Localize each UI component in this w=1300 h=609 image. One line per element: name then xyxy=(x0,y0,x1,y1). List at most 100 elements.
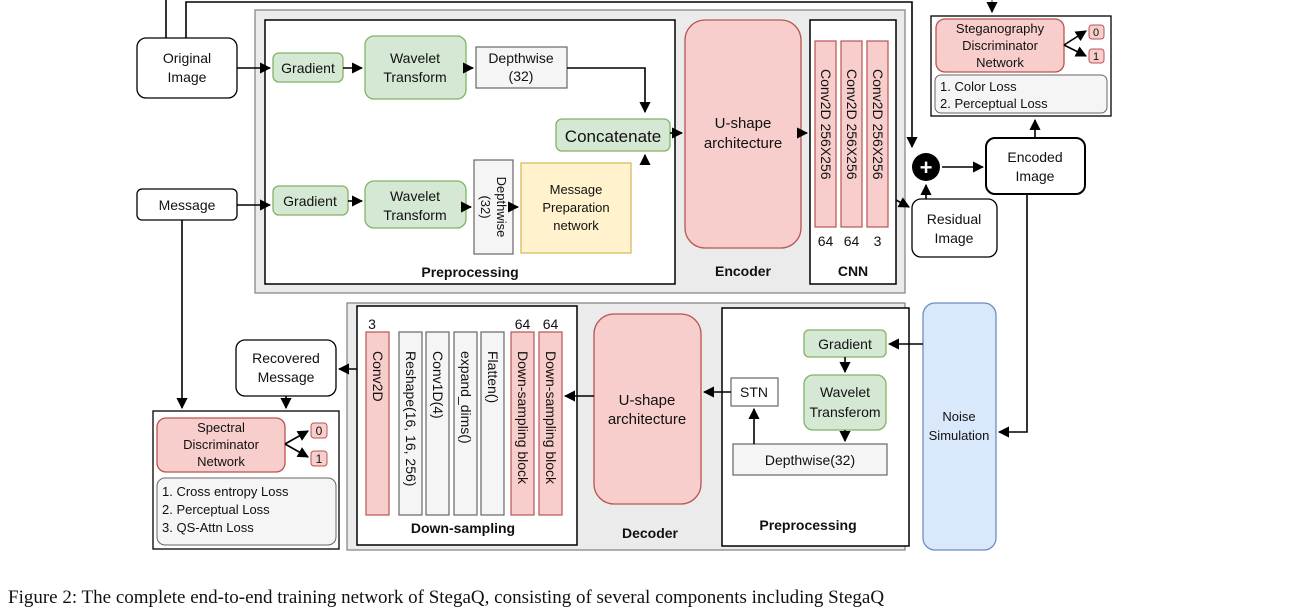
downsampling-layer-label: Reshape(16, 16, 256) xyxy=(403,351,419,486)
stn-box xyxy=(730,377,779,407)
downsampling-layer-label: Down-sampling block xyxy=(515,351,531,485)
stego-discriminator-label: Network xyxy=(976,55,1024,70)
wavelet-bottom-label: Transform xyxy=(383,207,446,223)
stego-discriminator-label: Discriminator xyxy=(962,38,1039,53)
decoder-preprocessing-title: Preprocessing xyxy=(759,517,856,533)
cnn-layer-label: Conv2D 256X256 xyxy=(844,69,860,180)
decoder-ushape-box xyxy=(593,313,702,505)
encoder-preprocessing-title: Preprocessing xyxy=(421,264,518,280)
message-prep-label: network xyxy=(553,218,599,233)
recovered-message-label: Recovered xyxy=(252,350,320,366)
downsampling-layer-bar xyxy=(510,331,535,516)
decoder-depthwise-box xyxy=(732,443,888,476)
figure-caption: Figure 2: The complete end-to-end traini… xyxy=(8,587,885,608)
noise-simulation-label: Noise xyxy=(942,409,975,424)
stn-label: STN xyxy=(740,384,768,400)
encoder-title: Encoder xyxy=(715,263,772,279)
downsampling-layer-channels: 64 xyxy=(543,316,559,332)
message-prep-label: Preparation xyxy=(542,200,609,215)
original-image-label: Original xyxy=(163,50,211,66)
spectral-loss-item: 3. QS-Attn Loss xyxy=(162,520,254,535)
concatenate-label: Concatenate xyxy=(565,127,661,146)
encoded-image-label: Encoded xyxy=(1007,149,1062,165)
encoder-ushape-label: U-shape xyxy=(715,115,772,132)
message-label: Message xyxy=(159,197,216,213)
downsampling-layer-bar xyxy=(453,331,478,516)
stego-discriminator-label: Steganography xyxy=(956,21,1045,36)
downsampling-layer-channels: 3 xyxy=(368,316,376,332)
add-symbol: + xyxy=(920,155,933,180)
spectral-discriminator-box xyxy=(156,417,286,473)
encoded-image-box xyxy=(985,137,1086,195)
message-prep-box xyxy=(520,162,632,254)
add-node xyxy=(912,153,940,181)
cnn-layer-channels: 64 xyxy=(818,233,834,249)
cnn-layer-bar xyxy=(840,40,863,228)
residual-image-label: Image xyxy=(935,230,974,246)
stego-output-1-box xyxy=(1088,48,1105,64)
downsampling-layer-bar xyxy=(425,331,450,516)
depthwise-bottom-label: (32) xyxy=(478,195,493,218)
spectral-output-1-box xyxy=(310,450,328,467)
downsampling-layer-label: expand_dims() xyxy=(458,351,474,444)
spectral-output-0: 0 xyxy=(316,424,323,438)
decoder-ushape-label: U-shape xyxy=(619,392,676,409)
noise-simulation-label: Simulation xyxy=(929,428,990,443)
cnn-layer-channels: 64 xyxy=(844,233,860,249)
spectral-discriminator-label: Spectral xyxy=(197,420,245,435)
original-image-label: Image xyxy=(168,69,207,85)
residual-image-box xyxy=(911,198,998,258)
encoder-ushape-box xyxy=(684,19,802,249)
noise-simulation-box xyxy=(922,302,997,551)
cnn-layer-bar xyxy=(814,40,837,228)
stego-output-0: 0 xyxy=(1093,27,1099,39)
depthwise-top-label: Depthwise xyxy=(488,50,554,66)
spectral-discriminator-label: Network xyxy=(197,454,245,469)
downsampling-layer-bar xyxy=(480,331,505,516)
downsampling-layer-bar xyxy=(398,331,423,516)
gradient-top-label: Gradient xyxy=(281,60,335,76)
cnn-title: CNN xyxy=(838,263,868,279)
spectral-loss-item: 1. Cross entropy Loss xyxy=(162,484,289,499)
stego-output-0-box xyxy=(1088,24,1105,40)
cnn-layer-channels: 3 xyxy=(874,233,882,249)
spectral-discriminator-label: Discriminator xyxy=(183,437,260,452)
cnn-layer-label: Conv2D 256X256 xyxy=(870,69,886,180)
downsampling-layer-channels: 64 xyxy=(515,316,531,332)
downsampling-layer-label: Flatten() xyxy=(485,351,501,403)
downsampling-layer-label: Conv1D(4) xyxy=(430,351,446,419)
depthwise-bottom-box xyxy=(473,159,514,255)
concatenate-box xyxy=(555,118,671,152)
downsampling-layer-label: Down-sampling block xyxy=(543,351,559,485)
decoder-title: Decoder xyxy=(622,525,679,541)
spectral-output-0-box xyxy=(310,422,328,439)
wavelet-top-box xyxy=(364,35,467,100)
stego-loss-item: 1. Color Loss xyxy=(940,79,1017,94)
wavelet-top-label: Transform xyxy=(383,69,446,85)
downsampling-layer-bar xyxy=(365,331,390,516)
stego-output-1: 1 xyxy=(1093,51,1099,63)
decoder-depthwise-label: Depthwise(32) xyxy=(765,452,855,468)
depthwise-top-label: (32) xyxy=(509,68,534,84)
original-image-box xyxy=(136,37,238,99)
encoder-ushape-label: architecture xyxy=(704,135,782,152)
residual-image-label: Residual xyxy=(927,211,981,227)
encoded-image-label: Image xyxy=(1016,168,1055,184)
spectral-loss-item: 2. Perceptual Loss xyxy=(162,502,270,517)
wavelet-bottom-label: Wavelet xyxy=(390,188,440,204)
spectral-output-1: 1 xyxy=(316,452,323,466)
downsampling-layer-bar xyxy=(538,331,563,516)
stego-loss-box xyxy=(934,74,1108,114)
decoder-gradient-label: Gradient xyxy=(818,336,872,352)
wavelet-top-label: Wavelet xyxy=(390,50,440,66)
gradient-bottom-label: Gradient xyxy=(283,193,337,209)
downsampling-layer-label: Conv2D xyxy=(370,351,386,402)
downsampling-title: Down-sampling xyxy=(411,520,515,536)
decoder-wavelet-label: Transferom xyxy=(809,404,880,420)
recovered-message-label: Message xyxy=(258,369,315,385)
decoder-wavelet-label: Wavelet xyxy=(820,384,870,400)
depthwise-bottom-label: Depthwise xyxy=(494,177,509,238)
